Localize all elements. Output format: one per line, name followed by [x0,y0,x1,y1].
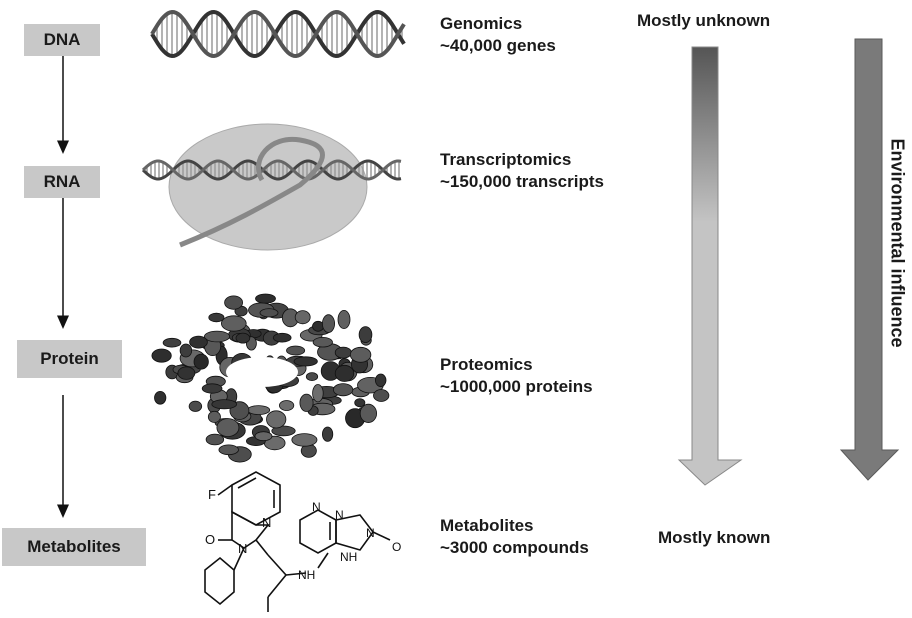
protein-ribbon [177,366,196,380]
stage-metabolites-label: Metabolites [27,537,121,556]
protein-ribbon [359,403,377,423]
protein-ribbon [375,373,387,388]
label-environmental-influence: Environmental influence [887,138,908,348]
protein-ribbon [354,398,366,408]
atom-o-1: O [205,532,216,547]
protein-ribbon [291,433,318,447]
omic-metabolites-name: Metabolites [440,516,534,535]
protein-ribbon [259,308,279,318]
protein-ribbon [294,310,311,325]
omic-proteomics-name: Proteomics [440,355,533,374]
atom-n-5: N [366,526,375,540]
protein-ribbon [286,345,306,356]
omic-proteomics: Proteomics ~1000,000 proteins [440,354,593,398]
protein-ribbon [211,399,238,410]
protein-ribbon [312,337,333,348]
omic-transcriptomics: Transcriptomics ~150,000 transcripts [440,149,604,193]
stage-metabolites: Metabolites [2,528,146,566]
stage-rna: RNA [24,166,100,198]
protein-ribbon [235,332,251,344]
protein-ribbon [193,353,209,370]
omic-genomics-count: ~40,000 genes [440,36,556,55]
stage-protein: Protein [17,340,122,378]
protein-ribbons [151,293,390,463]
atom-n-3: N [312,500,321,514]
rna-transcript-strand [179,136,325,248]
protein-ribbon [224,295,244,310]
protein-ribbon [271,425,296,437]
protein-ribbon [162,337,182,348]
omic-genomics: Genomics ~40,000 genes [440,13,556,57]
omic-transcriptomics-count: ~150,000 transcripts [440,172,604,191]
omic-metabolites: Metabolites ~3000 compounds [440,515,589,559]
nucleus-ellipse [168,123,368,251]
protein-ribbon [221,315,247,332]
label-mostly-unknown: Mostly unknown [637,11,771,30]
protein-ribbon [216,418,240,438]
atom-f: F [208,487,216,502]
protein-ribbon [349,346,372,363]
label-mostly-known: Mostly known [658,528,771,547]
protein-ribbon [201,383,223,394]
dna-strand-b [150,9,406,59]
omic-metabolites-count: ~3000 compounds [440,538,589,557]
rna-strand-b [141,159,402,181]
stage-protein-label: Protein [40,349,99,368]
atom-n-1: N [238,541,248,556]
atom-n-2: N [262,515,272,530]
protein-ribbon [154,390,167,405]
atom-nh-2: NH [340,550,358,564]
protein-ribbon [208,312,225,323]
protein-ribbon [179,343,193,358]
protein-ribbon [332,383,354,397]
protein-ribbon [254,431,273,442]
stage-rna-label: RNA [43,172,81,191]
protein-ribbon [337,309,351,329]
omic-proteomics-count: ~1000,000 proteins [440,377,593,396]
protein-center-hole [226,357,298,387]
protein-ribbon [205,433,225,446]
omic-genomics-name: Genomics [440,14,523,33]
protein-ribbon [321,314,335,333]
protein-ribbon [299,393,314,412]
protein-ribbon [278,400,295,411]
protein-ribbon [321,426,334,442]
atom-n-4: N [335,508,344,522]
atom-nh-1: NH [298,568,316,582]
protein-ribbon [255,293,276,304]
protein-ribbon [266,410,287,429]
protein-ribbon [207,410,221,423]
protein-ribbon [305,372,319,382]
rna-strand-a [141,159,402,181]
protein-ribbon [334,364,355,382]
protein-ribbon [358,326,373,344]
stage-dna-label: DNA [43,30,81,49]
protein-ribbon [189,335,208,349]
protein-ribbon [272,332,292,343]
protein-ribbon [203,330,230,343]
stage-dna: DNA [24,24,100,56]
protein-ribbon [188,400,203,412]
atom-o-2: O [392,540,402,554]
protein-ribbon [293,356,318,367]
protein-ribbon [373,389,390,402]
protein-ribbon [151,348,172,363]
protein-ribbon [218,444,239,456]
protein-ribbon [312,384,324,403]
omic-transcriptomics-name: Transcriptomics [440,150,572,169]
